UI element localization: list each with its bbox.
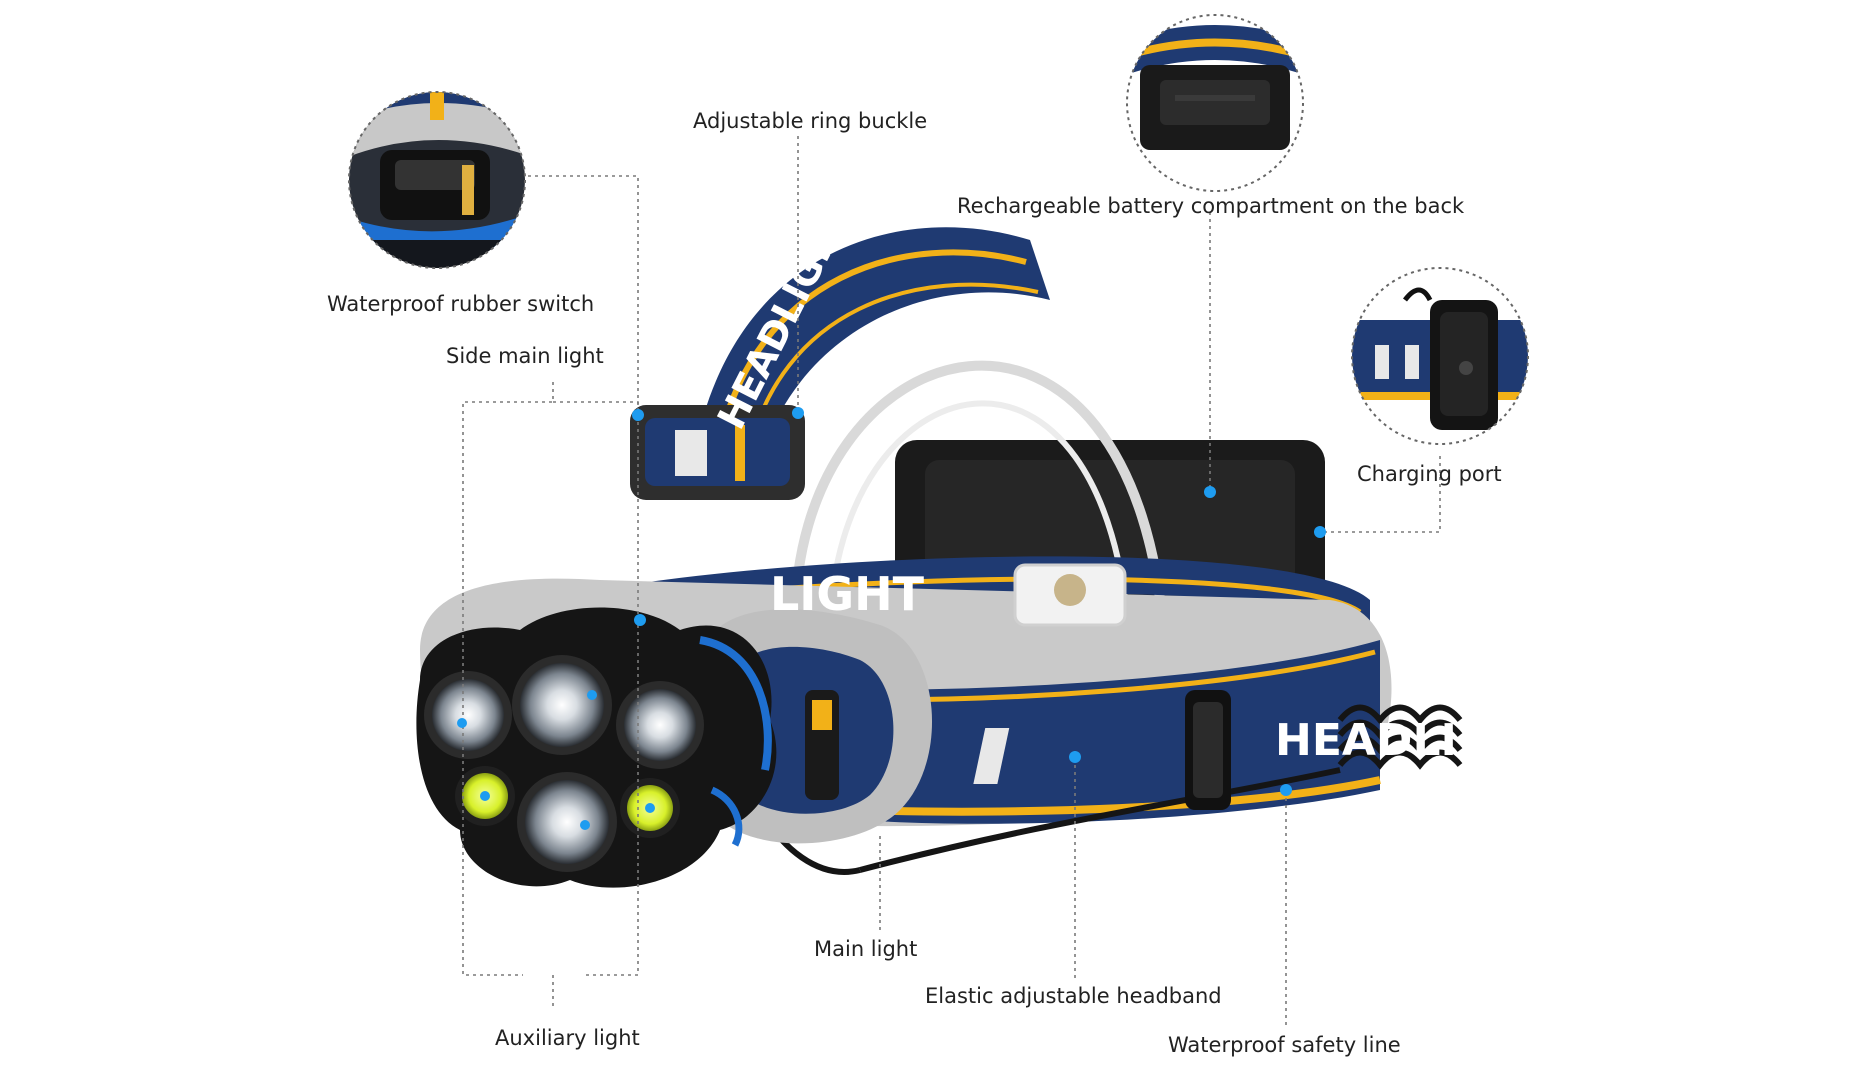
headlamp-product [416,227,1463,888]
battery-closeup [1126,14,1304,192]
callout-dots [457,407,1326,830]
leader-lines [462,136,1441,1025]
side-band-print: HEADLI [1275,715,1457,766]
front-band-print: LIGHT [770,567,925,621]
label-waterproof-rubber-switch: Waterproof rubber switch [327,292,595,316]
label-main-light: Main light [814,937,918,961]
label-elastic-headband: Elastic adjustable headband [925,984,1222,1008]
charging-port-closeup [1351,267,1529,445]
label-adjustable-ring-buckle: Adjustable ring buckle [693,109,928,133]
label-battery-compartment: Rechargeable battery compartment on the … [957,194,1465,218]
label-waterproof-safety-line: Waterproof safety line [1168,1033,1401,1057]
switch-closeup [348,91,526,269]
label-side-main-light: Side main light [446,344,604,368]
label-auxiliary-light: Auxiliary light [495,1026,640,1050]
label-charging-port: Charging port [1357,462,1502,486]
